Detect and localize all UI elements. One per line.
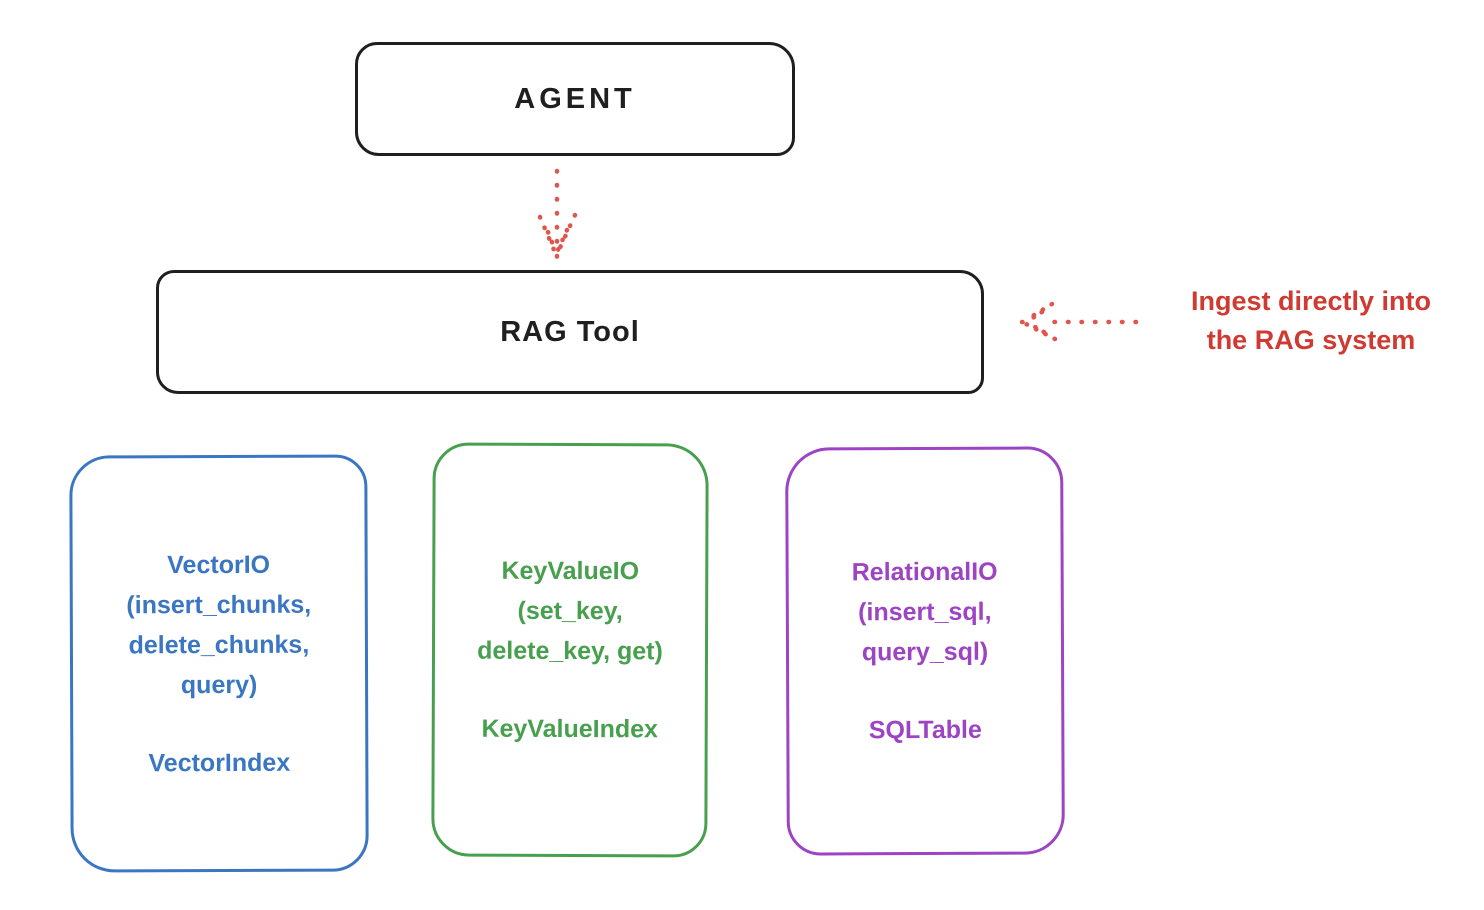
node-method-line: query) <box>180 670 258 699</box>
rag-tool-node: RAG Tool <box>156 270 984 394</box>
agent-node-label: AGENT <box>514 82 636 115</box>
ingest-annotation-line1: Ingest directly into <box>1190 286 1432 316</box>
node-method-line: (insert_chunks, <box>126 590 312 619</box>
ingest-annotation-line2: the RAG system <box>1206 325 1416 355</box>
keyvalue-io-node: KeyValueIO (set_key, delete_key, get) Ke… <box>431 442 709 858</box>
node-title: KeyValueIO <box>501 556 640 586</box>
node-title: VectorIO <box>167 550 271 579</box>
vector-io-node: VectorIO (insert_chunks, delete_chunks, … <box>69 454 369 873</box>
rag-tool-node-label: RAG Tool <box>500 315 640 348</box>
agent-node: AGENT <box>355 42 795 156</box>
node-index-label: SQLTable <box>868 715 982 745</box>
agent-to-rag-arrow-icon <box>537 168 578 259</box>
node-index-label: VectorIndex <box>148 748 291 777</box>
vector-io-text: VectorIO (insert_chunks, delete_chunks, … <box>73 544 366 783</box>
node-index-label: KeyValueIndex <box>481 714 659 744</box>
node-method-line: (insert_sql, <box>858 597 992 627</box>
node-title: RelationalIO <box>851 557 998 587</box>
relational-io-text: RelationalIO (insert_sql, query_sql) SQL… <box>789 551 1062 750</box>
node-method-line: delete_key, get) <box>477 636 663 666</box>
keyvalue-io-text: KeyValueIO (set_key, delete_key, get) Ke… <box>435 551 706 750</box>
ingest-annotation: Ingest directly into the RAG system <box>1138 282 1484 360</box>
node-method-line: delete_chunks, <box>128 630 310 659</box>
node-method-line: query_sql) <box>861 637 989 667</box>
relational-io-node: RelationalIO (insert_sql, query_sql) SQL… <box>785 446 1065 856</box>
node-method-line: (set_key, <box>517 596 623 626</box>
ingest-arrow-icon <box>1019 301 1139 342</box>
